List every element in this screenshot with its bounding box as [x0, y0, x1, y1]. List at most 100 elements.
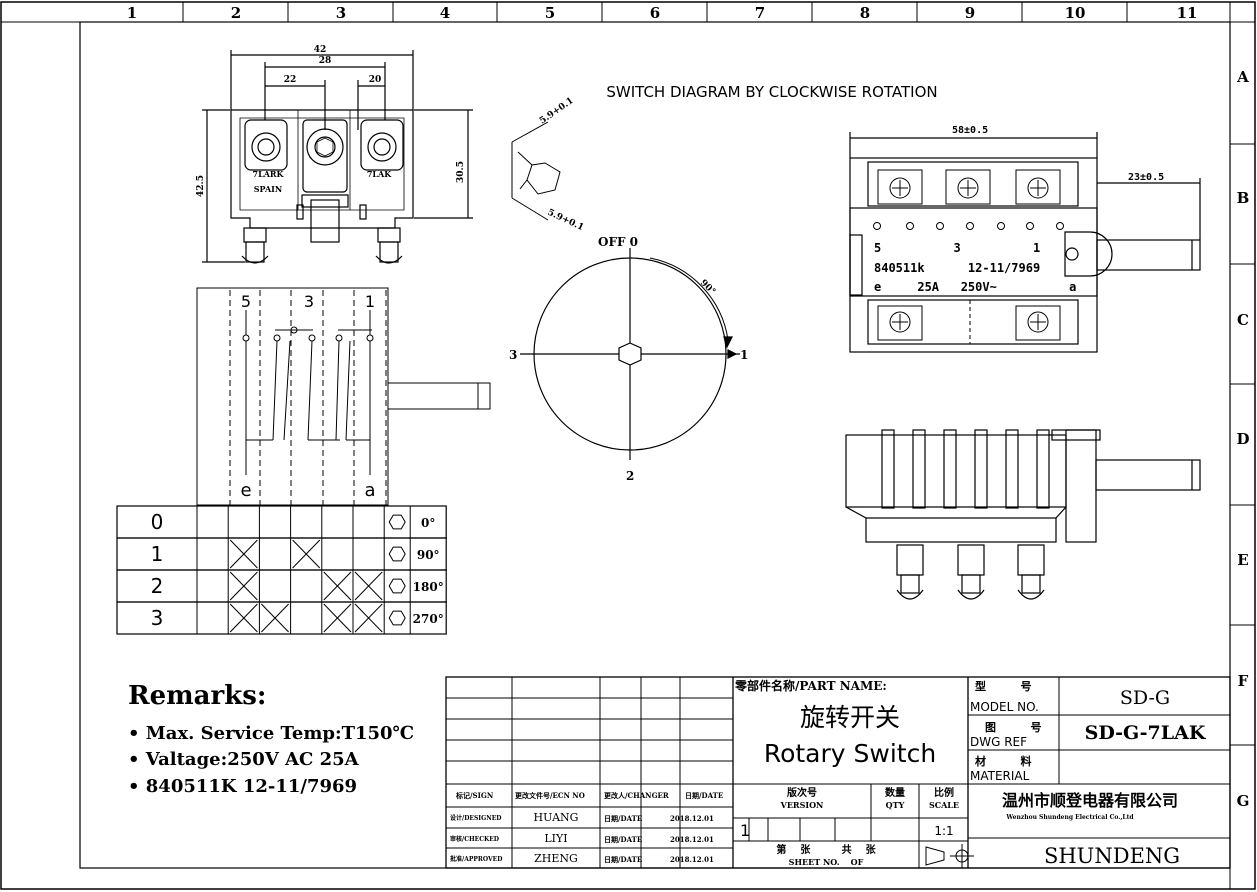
designed-label: 设计/DESIGNED: [450, 814, 502, 822]
column-label: 9: [965, 4, 975, 22]
row-label: G: [1237, 792, 1250, 810]
sign-header: 标记/SIGN: [455, 791, 494, 800]
ecn-header: 更改文件号/ECN NO: [515, 791, 585, 800]
scale-label-en: SCALE: [929, 800, 959, 810]
terminal-numbers: 5 3 1: [874, 241, 1040, 255]
origin-label: SPAIN: [254, 184, 282, 194]
dim-overall-width: 42: [314, 45, 327, 55]
remark-item: • Max. Service Temp:T150℃: [128, 723, 414, 744]
terminal-label-right: 7LAK: [367, 169, 392, 179]
position-off-label: OFF 0: [598, 235, 638, 249]
column-label: 1: [127, 4, 137, 22]
date-label: 日期/DATE: [604, 814, 642, 823]
column-label: 7: [755, 4, 765, 22]
front-view-labels: 42 28 22 20 42.5 30.5 7LARK SPAIN 7LAK: [196, 45, 466, 197]
company-name-en: Wenzhou Shundeng Electrical Co.,Ltd: [1005, 814, 1134, 821]
row-label: C: [1237, 311, 1249, 329]
part-name-cn: 旋转开关: [800, 703, 900, 732]
column-labels: 1 2 3 4 5 6 7 8 9 10 11: [127, 4, 1198, 22]
company-name-cn: 温州市顺登电器有限公司: [1001, 791, 1178, 810]
terminal-label: 1: [365, 292, 375, 311]
material-label-en: MATERIAL: [970, 769, 1030, 783]
terminal-label-left: 7LARK: [253, 169, 285, 179]
changer-header: 更改人/CHANGER: [604, 791, 669, 800]
column-label: 11: [1177, 4, 1198, 22]
hex-icon: [388, 578, 406, 594]
column-label: 3: [336, 4, 346, 22]
dim-left: 22: [284, 75, 297, 85]
terminal-label: e: [240, 480, 251, 501]
row-label: E: [1237, 551, 1248, 569]
approved-label: 批准/APPROVED: [450, 855, 502, 863]
date-value: 2018.12.01: [670, 855, 714, 864]
hex-dim-1: 5.9+0.1: [538, 96, 576, 126]
terminal-label: 3: [304, 292, 314, 311]
dim-height-left: 42.5: [196, 175, 206, 197]
row-labels: A B C D E F G: [1236, 68, 1249, 810]
position-angle: 90°: [417, 548, 440, 562]
hex-shaft-detail: [511, 121, 561, 221]
contact-schematic-labels: 5 3 1 e a: [240, 292, 375, 501]
hex-icon: [388, 546, 406, 562]
column-label: 8: [860, 4, 870, 22]
row-label: A: [1236, 68, 1249, 86]
row-label: F: [1238, 672, 1249, 690]
position-row: 3 270°: [116, 601, 447, 635]
top-view: [849, 132, 1201, 353]
side-view: [845, 429, 1201, 600]
rotation-dial: [520, 248, 740, 460]
model-label-en: MODEL NO.: [970, 700, 1039, 714]
hex-icon: [388, 514, 406, 530]
part-name-label: 零部件名称/PART NAME:: [734, 678, 887, 693]
position-row: 1 90°: [116, 537, 447, 571]
position-angle: 0°: [421, 516, 435, 530]
dim-height-right: 30.5: [456, 161, 466, 183]
remark-item: • Valtage:250V AC 25A: [128, 749, 360, 770]
part-name-en: Rotary Switch: [764, 739, 936, 768]
marking-line-1: 840511k 12-11/7969: [874, 261, 1040, 275]
model-label-cn: 型 号: [975, 679, 1031, 693]
dwg-value: SD-G-7LAK: [1085, 722, 1207, 744]
dwg-label-en: DWG REF: [970, 735, 1027, 749]
column-label: 5: [545, 4, 555, 22]
position-angle: 270°: [413, 612, 444, 626]
date-label: 日期/DATE: [604, 835, 642, 844]
remarks-title: Remarks:: [128, 681, 266, 711]
front-view: [202, 50, 473, 264]
dim-shaft: 23±0.5: [1128, 172, 1164, 183]
remark-item: • 840511K 12-11/7969: [128, 776, 357, 797]
dwg-label-cn: 图 号: [985, 721, 1041, 734]
sheet-label: 第 张 共 张: [776, 843, 876, 856]
qty-label-en: QTY: [886, 800, 905, 810]
position-number: 1: [151, 542, 164, 566]
diagram-title: SWITCH DIAGRAM BY CLOCKWISE ROTATION: [606, 83, 937, 101]
material-label-cn: 材 料: [975, 754, 1031, 768]
position-2-label: 2: [626, 469, 634, 483]
terminal-label: 5: [241, 292, 251, 311]
model-value: SD-G: [1120, 687, 1170, 709]
column-label: 6: [650, 4, 660, 22]
column-label: 2: [231, 4, 241, 22]
date-value: 2018.12.01: [670, 835, 714, 844]
position-angle: 180°: [413, 580, 444, 594]
sheet-label-en: SHEET NO. OF: [789, 857, 864, 867]
title-block: [445, 676, 1231, 869]
position-3-label: 3: [509, 348, 517, 362]
checked-label: 审核/CHECKED: [450, 835, 499, 843]
scale-label: 比例: [934, 786, 954, 799]
dim-inner-width: 28: [319, 56, 332, 66]
date-label: 日期/DATE: [604, 855, 642, 864]
position-number: 3: [151, 606, 164, 630]
checker-name: LIYI: [544, 832, 567, 845]
designer-name: HUANG: [534, 811, 579, 824]
top-view-labels: 58±0.5 23±0.5 5 3 1 840511k 12-11/7969 e…: [874, 125, 1164, 294]
version-value: 1: [740, 821, 750, 840]
title-block-text: 标记/SIGN 更改文件号/ECN NO 更改人/CHANGER 日期/DATE…: [450, 678, 1207, 868]
remarks: Remarks: • Max. Service Temp:T150℃ • Val…: [128, 681, 414, 797]
approver-name: ZHENG: [534, 852, 578, 865]
hex-icon: [388, 610, 406, 626]
date-value: 2018.12.01: [670, 814, 714, 823]
